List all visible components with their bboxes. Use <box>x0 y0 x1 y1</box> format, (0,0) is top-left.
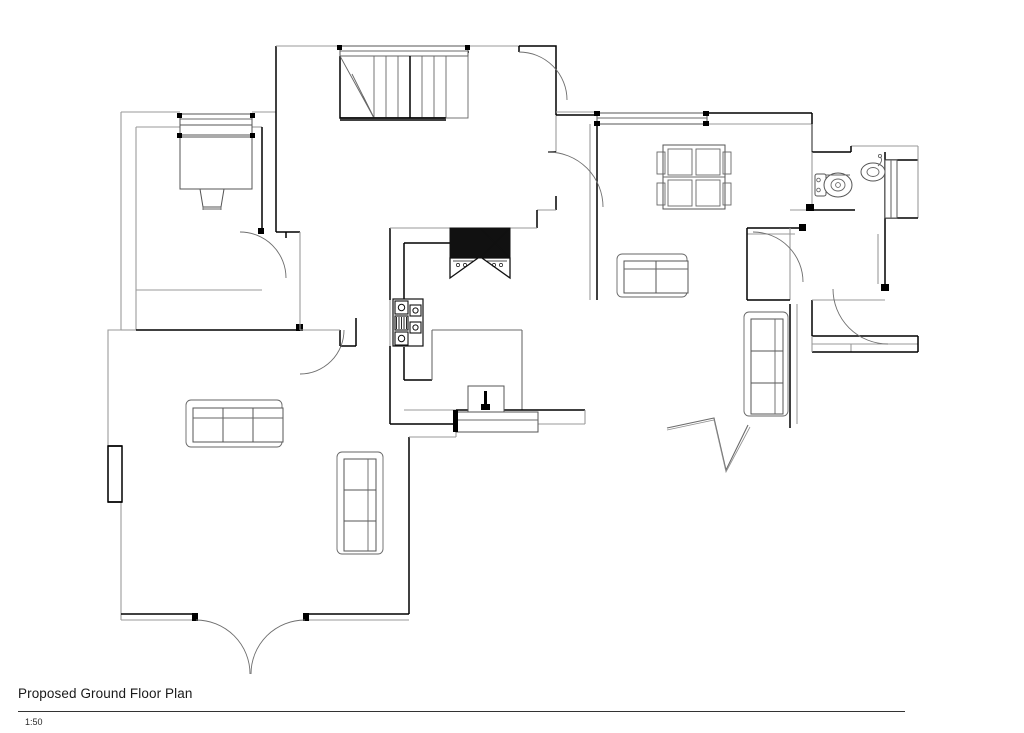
door-entrance-right <box>832 288 889 345</box>
title-divider <box>18 711 905 712</box>
window-wc-side <box>884 159 898 219</box>
window-stair-front <box>337 45 470 57</box>
sofa-three-seat-living <box>185 399 284 448</box>
page-title: Proposed Ground Floor Plan <box>18 686 193 701</box>
drawing-scale: 1:50 <box>25 717 43 727</box>
extractor-hood <box>449 227 511 280</box>
staircase <box>339 55 469 121</box>
kitchen-sink <box>467 385 505 413</box>
door-hall-front <box>518 51 568 101</box>
sofa-three-seat-right <box>743 311 789 417</box>
sofa-three-seat-living-2 <box>336 451 384 555</box>
door-living-room <box>299 329 345 375</box>
window-bedroom-front <box>177 113 255 126</box>
kitchen-hob <box>392 298 424 347</box>
door-kitchen-hall <box>547 151 604 208</box>
kitchen-island-counter <box>453 410 539 433</box>
french-doors-rear <box>195 619 306 675</box>
door-wc <box>752 231 804 283</box>
window-front-dining <box>594 111 709 126</box>
wall-structure <box>107 45 919 621</box>
dining-table <box>656 144 732 210</box>
kitchen-fittings <box>392 227 539 433</box>
wc-basin <box>860 153 886 182</box>
door-bedroom <box>239 231 287 279</box>
double-bed <box>177 124 255 190</box>
wc-toilet <box>814 172 853 198</box>
title-block: Proposed Ground Floor Plan 1:50 <box>0 686 1024 733</box>
bay-window-left <box>107 445 122 503</box>
window-group <box>107 45 898 503</box>
bifold-door <box>666 417 751 474</box>
door-group <box>195 51 889 675</box>
bedside-stool <box>199 188 225 210</box>
sofa-two-seat <box>616 253 689 298</box>
